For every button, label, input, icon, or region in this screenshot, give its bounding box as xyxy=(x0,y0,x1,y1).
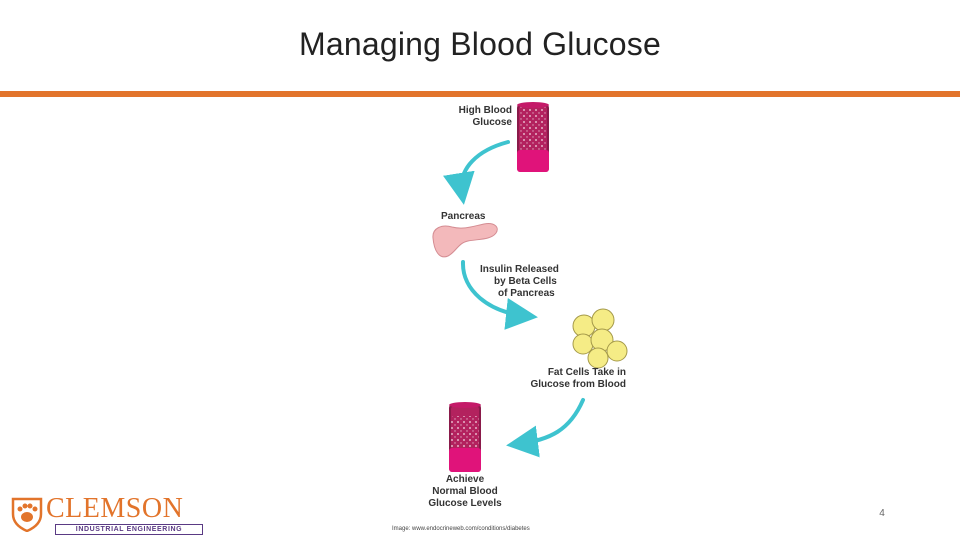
label-normal-glucose: Achieve Normal Blood Glucose Levels xyxy=(428,474,502,509)
logo-wordmark: CLEMSON xyxy=(46,493,184,524)
label-high-glucose: High Blood Glucose xyxy=(458,105,512,128)
slide-title: Managing Blood Glucose xyxy=(299,26,661,62)
pancreas-icon xyxy=(432,223,498,258)
label-insulin-released: Insulin Released by Beta Cells of Pancre… xyxy=(480,264,559,299)
normal-glucose-tube-icon xyxy=(449,402,481,472)
label-pancreas: Pancreas xyxy=(441,211,486,222)
high-glucose-tube-icon xyxy=(517,102,549,172)
image-credit: Image: www.endocrineweb.com/conditions/d… xyxy=(392,526,530,532)
tiger-paw-shield-icon xyxy=(11,497,43,532)
arrow-to-normal-glucose xyxy=(506,398,585,458)
arrow-to-pancreas xyxy=(443,140,510,205)
title-rule xyxy=(0,91,960,97)
fat-cells-icon xyxy=(572,308,628,369)
label-fat-cells: Fat Cells Take in Glucose from Blood xyxy=(530,367,626,390)
clemson-logo: CLEMSON INDUSTRIAL ENGINEERING xyxy=(10,493,203,536)
page-number: 4 xyxy=(879,508,885,519)
logo-subtitle: INDUSTRIAL ENGINEERING xyxy=(55,524,203,535)
arrow-to-fat-cells xyxy=(460,260,538,330)
